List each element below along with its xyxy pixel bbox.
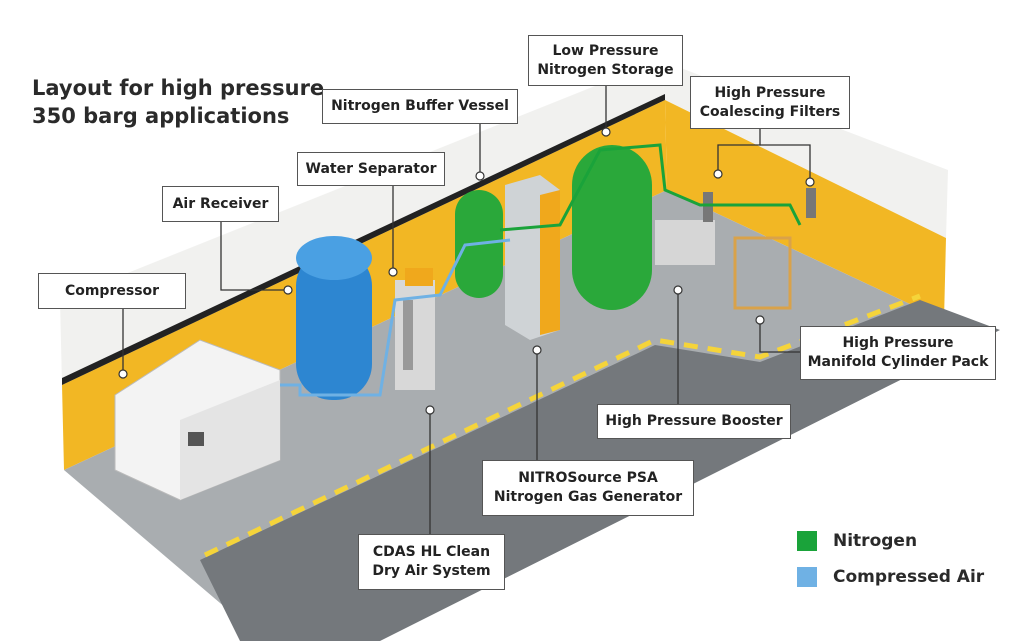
label-psa-generator-line-2: Nitrogen Gas Generator xyxy=(493,489,683,505)
compressor-panel xyxy=(188,432,204,446)
page-title: Layout for high pressure 350 barg applic… xyxy=(32,74,324,130)
label-cdas: CDAS HL Clean Dry Air System xyxy=(358,534,505,590)
cdas-filter xyxy=(403,300,413,370)
label-buffer-vessel: Nitrogen Buffer Vessel xyxy=(322,89,518,124)
label-air-receiver: Air Receiver xyxy=(162,186,279,222)
high-pressure-booster xyxy=(655,220,715,265)
label-low-pressure-storage-line-1: Low Pressure xyxy=(552,42,659,59)
water-separator-unit xyxy=(405,268,433,286)
floor xyxy=(64,190,944,620)
leader-lines xyxy=(122,86,811,534)
label-cdas-line-2: Dry Air System xyxy=(372,563,491,579)
label-manifold-pack-line-2: Manifold Cylinder Pack xyxy=(807,354,989,370)
label-booster-text: High Pressure Booster xyxy=(605,413,783,429)
leader-dots xyxy=(118,127,815,415)
label-compressor: Compressor xyxy=(38,273,186,309)
air-receiver-top xyxy=(296,236,372,280)
manifold-cylinder-pack xyxy=(733,236,792,310)
label-low-pressure-storage: Low Pressure Nitrogen Storage xyxy=(528,35,683,86)
label-booster: High Pressure Booster xyxy=(597,404,791,439)
label-low-pressure-storage-line-2: Nitrogen Storage xyxy=(537,61,674,78)
label-air-receiver-text: Air Receiver xyxy=(172,195,269,212)
label-buffer-vessel-text: Nitrogen Buffer Vessel xyxy=(331,98,509,114)
label-psa-generator: NITROSource PSA Nitrogen Gas Generator xyxy=(482,460,694,516)
label-coalescing-filters-line-2: Coalescing Filters xyxy=(699,103,841,120)
label-coalescing-filters-line-1: High Pressure xyxy=(714,84,826,101)
compressor-front xyxy=(180,380,280,500)
label-cdas-line-1: CDAS HL Clean xyxy=(372,544,491,560)
label-coalescing-filters: High Pressure Coalescing Filters xyxy=(690,76,850,129)
label-compressor-text: Compressor xyxy=(64,282,160,299)
legend-compressed-air-label: Compressed Air xyxy=(833,567,985,587)
nitrogen-pipe xyxy=(499,143,802,232)
air-receiver-tank xyxy=(296,250,372,400)
title-line-1: Layout for high pressure xyxy=(32,76,325,100)
title-line-2: 350 barg applications xyxy=(32,104,290,128)
back-wall-right-yellow xyxy=(665,100,946,320)
psa-generator-orange-panel xyxy=(540,190,560,335)
label-water-separator: Water Separator xyxy=(297,152,445,186)
label-psa-generator-line-1: NITROSource PSA xyxy=(518,470,658,486)
legend-compressed-air-swatch xyxy=(797,567,817,587)
legend-nitrogen-swatch xyxy=(797,531,817,551)
wall-black-stripe xyxy=(62,94,665,385)
low-pressure-storage-tank xyxy=(572,145,652,310)
legend-nitrogen-label: Nitrogen xyxy=(833,531,918,551)
coalescing-filter-2 xyxy=(806,188,816,218)
legend-compressed-air: Compressed Air xyxy=(797,567,984,587)
legend-nitrogen: Nitrogen xyxy=(797,531,917,551)
label-manifold-pack: High Pressure Manifold Cylinder Pack xyxy=(800,326,996,380)
label-water-separator-text: Water Separator xyxy=(305,160,437,177)
back-wall-left-brick xyxy=(60,60,665,385)
coalescing-filter-1 xyxy=(703,192,713,222)
label-manifold-pack-line-1: High Pressure xyxy=(842,335,954,351)
compressed-air-pipe xyxy=(280,238,511,397)
